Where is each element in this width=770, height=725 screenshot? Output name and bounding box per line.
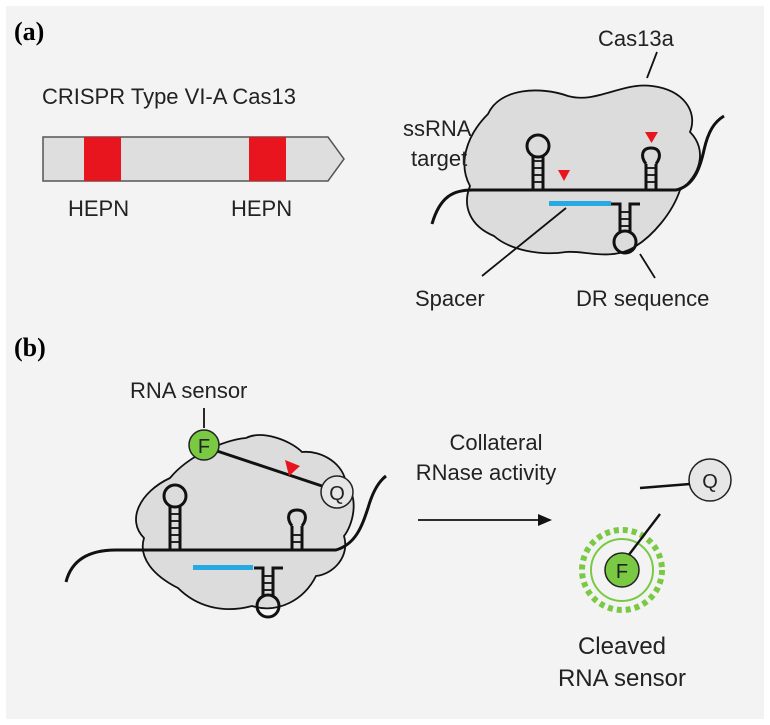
dr-sequence-label: DR sequence [576, 286, 709, 311]
panel-b-label: (b) [14, 333, 46, 362]
target-hairpin-left [525, 133, 551, 190]
quencher-circle [320, 475, 354, 509]
cas13a-leader-line [646, 51, 658, 79]
fluorescent-glow-ring [579, 527, 665, 613]
cleavage-site-marker-2 [645, 132, 658, 143]
cas13a-protein [463, 84, 701, 256]
spacer-leader-line [481, 207, 567, 277]
ssrna-label-line2: target [411, 146, 467, 171]
gene-title: CRISPR Type VI-A Cas13 [42, 84, 296, 109]
spacer-bar-b [193, 565, 253, 570]
hepn-domain-2 [249, 137, 286, 181]
cleaved-label-line1: Cleaved [578, 633, 666, 660]
ssrna-target-strand-b [64, 474, 387, 583]
fluorophore-letter: F [198, 436, 210, 458]
target-hairpin-right-b [287, 508, 307, 550]
ssrna-label-line1: ssRNA [403, 116, 472, 141]
reaction-arrow-head [538, 514, 552, 526]
ssrna-target-strand [430, 114, 725, 225]
rna-sensor-label: RNA sensor [130, 378, 247, 403]
collateral-cut-marker [285, 460, 300, 476]
cas13a-label: Cas13a [598, 26, 675, 51]
cleavage-site-marker-1 [558, 170, 570, 181]
cleaved-quencher-letter: Q [702, 471, 718, 493]
target-hairpin-left-b [162, 483, 188, 550]
dr-hairpin-b [254, 566, 283, 619]
cleaved-quencher-strand [639, 482, 691, 490]
quencher-letter: Q [329, 483, 345, 505]
fluorophore-circle [188, 429, 220, 461]
hepn-label-1: HEPN [68, 196, 129, 221]
cleaved-fluorophore-strand [627, 513, 661, 557]
collateral-label-line2: RNase activity [416, 460, 557, 485]
cleaved-fluorophore-circle [604, 552, 640, 588]
dr-leader-line [639, 253, 656, 279]
hepn-label-2: HEPN [231, 196, 292, 221]
cleaved-quencher-circle [688, 458, 732, 502]
cleaved-label-line2: RNA sensor [558, 665, 686, 692]
spacer-label: Spacer [415, 286, 485, 311]
rna-sensor-strand [213, 448, 341, 494]
collateral-label-line1: Collateral [450, 430, 543, 455]
target-hairpin-right [641, 146, 661, 190]
cleaved-fluorophore-letter: F [616, 561, 628, 583]
panel-a-label: (a) [14, 17, 44, 46]
spacer-bar [549, 201, 611, 206]
cas13-gene-arrow [42, 136, 345, 182]
hepn-domain-1 [84, 137, 121, 181]
dr-hairpin [611, 202, 640, 255]
